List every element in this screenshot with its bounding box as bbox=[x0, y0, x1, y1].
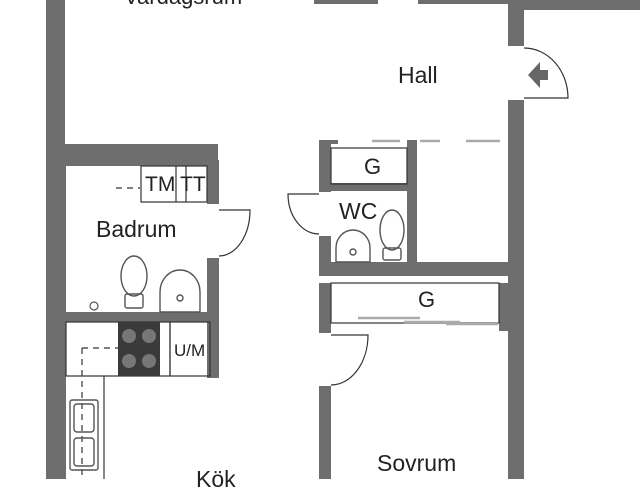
door-entrance bbox=[523, 47, 569, 99]
wall-hall-bottom bbox=[322, 262, 512, 276]
sink-wc-drain bbox=[349, 248, 357, 256]
door-swing-icon bbox=[218, 47, 569, 386]
room-label-wc: WC bbox=[339, 198, 378, 224]
entrance-arrow-icon bbox=[528, 62, 548, 88]
toilet-wc-tank bbox=[382, 247, 402, 261]
stove-burner-1 bbox=[122, 329, 136, 343]
room-label-kok: Kök bbox=[196, 466, 236, 492]
stove-burner-3 bbox=[122, 354, 136, 368]
wall-outer-left-bottom bbox=[46, 145, 66, 479]
wall-top-stub-1 bbox=[314, 0, 378, 4]
wall-top-stub-3 bbox=[518, 0, 640, 10]
fixture-label-tm: TM bbox=[145, 173, 176, 196]
sink-bathroom bbox=[159, 269, 201, 313]
toilet-bathroom-tank bbox=[124, 293, 144, 309]
wall-bath-kitchen bbox=[62, 312, 212, 322]
kitchen-sink-basin-2 bbox=[73, 437, 95, 467]
wall-closet-top bbox=[330, 140, 338, 144]
room-label-vardagsrum: Vardagsrum bbox=[124, 0, 242, 8]
wall-outer-right bbox=[508, 100, 524, 479]
toilet-icon bbox=[120, 209, 405, 309]
floor-plan bbox=[46, 0, 640, 479]
stove-body bbox=[118, 322, 160, 376]
toilet-wc-bowl bbox=[379, 209, 405, 251]
wall-wc-mid bbox=[322, 183, 416, 191]
fixture-label-tt: TT bbox=[180, 173, 206, 196]
kitchen-sink-outer bbox=[69, 399, 99, 471]
door-bathroom bbox=[218, 209, 251, 257]
room-label-hall: Hall bbox=[398, 62, 438, 88]
toilet-bathroom-bowl bbox=[120, 255, 148, 297]
stove-burner-4 bbox=[142, 354, 156, 368]
fixture-label-um: U/M bbox=[174, 341, 206, 360]
g-closet-hall bbox=[330, 147, 408, 185]
wall-bathroom-right bbox=[207, 160, 219, 204]
wall-bathroom-top bbox=[62, 144, 218, 166]
stove-icon bbox=[118, 322, 160, 376]
wall-outer-left-top bbox=[46, 0, 65, 148]
sink-bathroom-drain bbox=[176, 294, 184, 302]
wall-bed-left bbox=[319, 283, 331, 333]
wall-wc-left bbox=[319, 140, 331, 192]
stove-burner-2 bbox=[142, 329, 156, 343]
wall-bed-left-lower bbox=[319, 386, 331, 479]
door-bedroom bbox=[330, 334, 369, 386]
fixture-label-g-sovrum: G bbox=[418, 287, 436, 312]
sink-icon bbox=[159, 229, 371, 313]
kitchen-sink-basin-1 bbox=[73, 403, 95, 433]
room-label-badrum: Badrum bbox=[96, 216, 177, 242]
kitchen-sink-icon bbox=[69, 399, 99, 471]
wall-outer-right-top bbox=[508, 0, 524, 46]
walls bbox=[46, 0, 640, 479]
fixture-label-g-hall: G bbox=[364, 154, 382, 179]
floor-drain-icon bbox=[89, 301, 99, 311]
door-wc bbox=[287, 193, 320, 235]
wall-wc-right bbox=[407, 140, 417, 272]
wall-bed-closet-right bbox=[499, 283, 511, 331]
tm-tt-closet bbox=[140, 165, 208, 203]
wall-top-stub-2 bbox=[418, 0, 518, 4]
sink-wc bbox=[335, 229, 371, 263]
room-label-sovrum: Sovrum bbox=[377, 450, 457, 476]
